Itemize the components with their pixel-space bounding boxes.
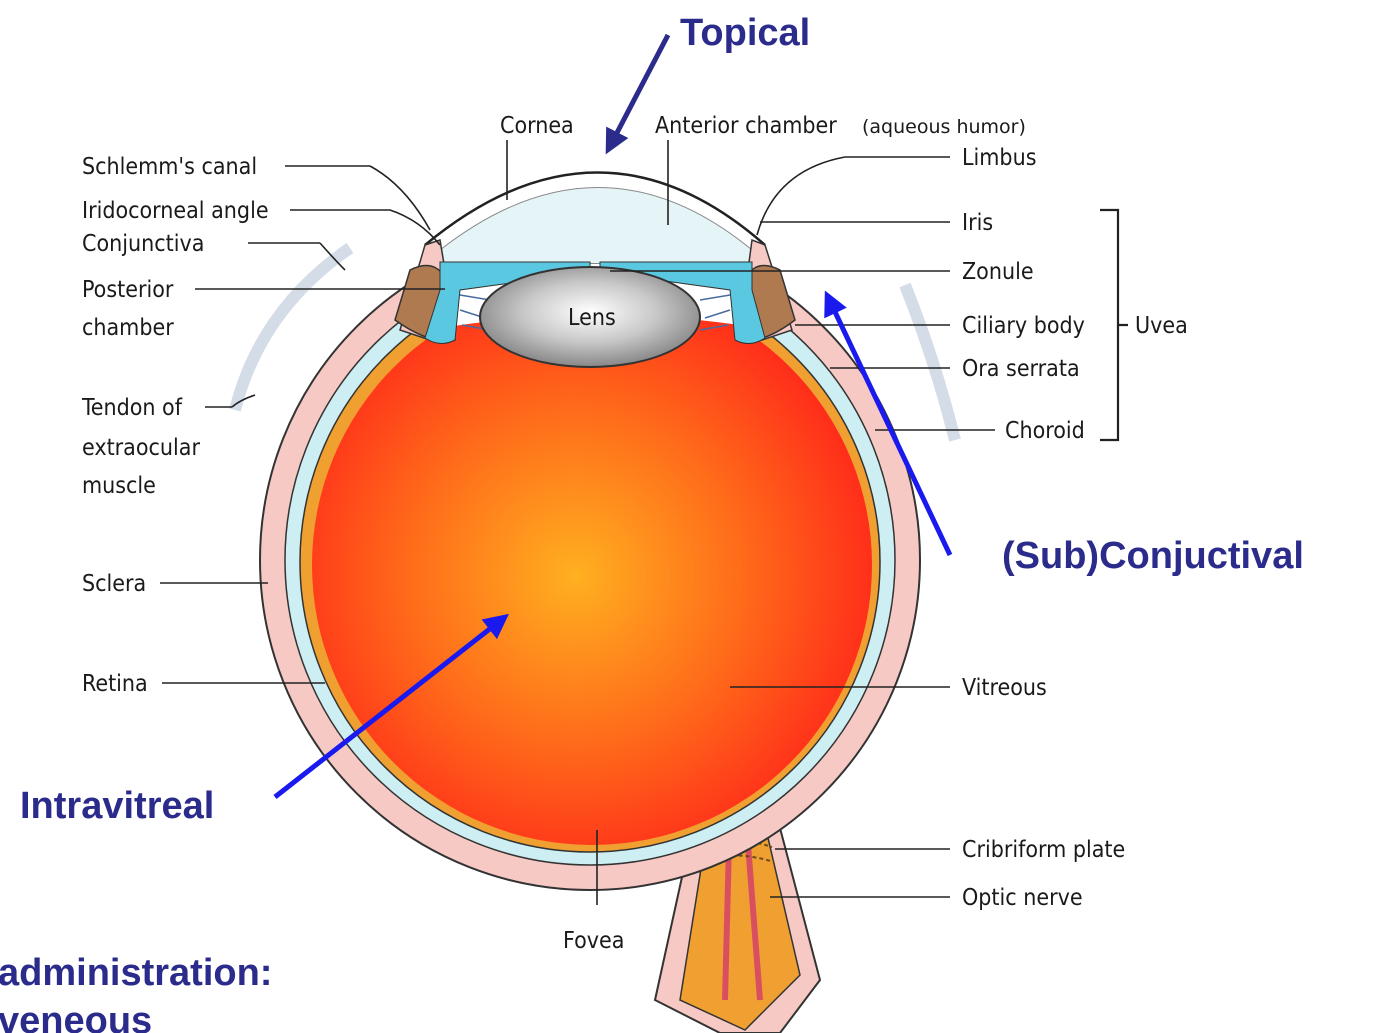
label-extraocular: extraocular — [82, 435, 200, 461]
label-choroid: Choroid — [1005, 418, 1085, 444]
label-sclera: Sclera — [82, 571, 146, 597]
label-lens: Lens — [568, 305, 616, 331]
label-tendon-of: Tendon of — [81, 395, 183, 421]
label-iridocorneal-angle: Iridocorneal angle — [82, 198, 269, 224]
vitreous-shape — [312, 285, 872, 845]
label-optic-nerve: Optic nerve — [962, 885, 1083, 911]
label-iris: Iris — [962, 210, 993, 236]
route-intravitreal: Intravitreal — [20, 785, 214, 827]
label-ora-serrata: Ora serrata — [962, 356, 1080, 382]
label-chamber: chamber — [82, 315, 174, 341]
route-topical: Topical — [680, 12, 810, 54]
label-limbus: Limbus — [962, 145, 1036, 171]
label-uvea: Uvea — [1135, 313, 1188, 339]
label-anterior-chamber: Anterior chamber — [655, 113, 837, 139]
label-vitreous: Vitreous — [962, 675, 1047, 701]
label-retina: Retina — [82, 671, 148, 697]
label-ciliary-body: Ciliary body — [962, 313, 1085, 339]
label-fovea: Fovea — [563, 928, 624, 954]
uvea-bracket — [1100, 210, 1128, 440]
label-conjunctiva: Conjunctiva — [82, 231, 204, 257]
label-posterior: Posterior — [82, 277, 174, 303]
label-aqueous-humor: (aqueous humor) — [862, 116, 1026, 138]
route-systemic-line2: veneous — [0, 1000, 152, 1033]
label-zonule: Zonule — [962, 259, 1034, 285]
route-subconjunctival: (Sub)Conjuctival — [1002, 535, 1304, 577]
label-muscle: muscle — [82, 473, 156, 499]
label-schlemms-canal: Schlemm's canal — [82, 154, 257, 180]
label-cribriform-plate: Cribriform plate — [962, 837, 1125, 863]
route-systemic-line1: administration: — [0, 952, 272, 994]
label-cornea: Cornea — [500, 113, 574, 139]
